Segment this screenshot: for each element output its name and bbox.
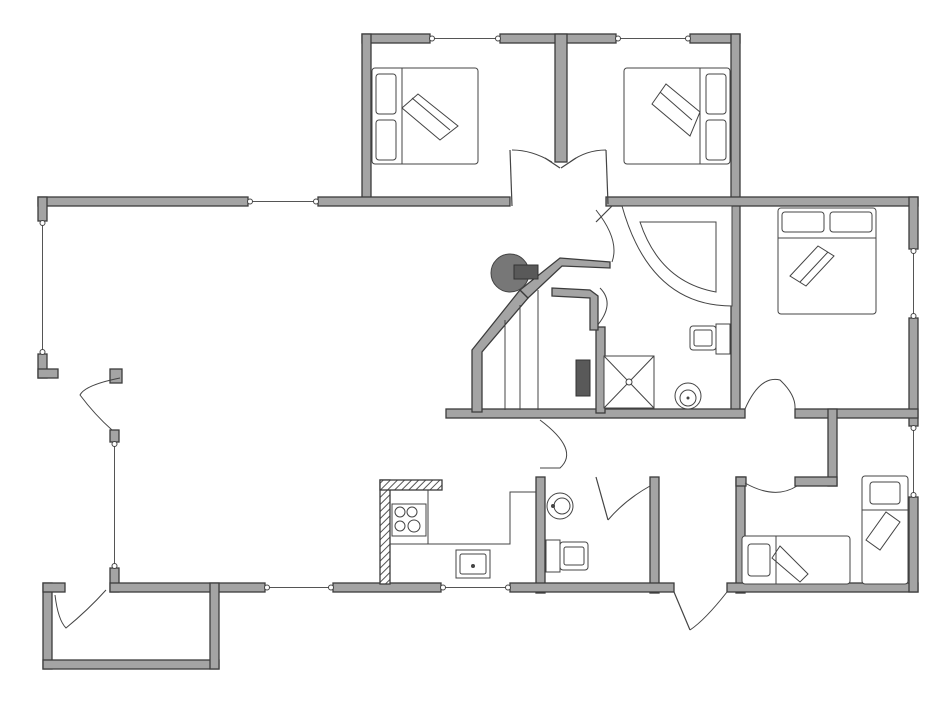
double-bed-right	[777, 207, 877, 315]
doors	[54, 149, 798, 631]
single-bed-a	[861, 475, 909, 585]
kitchen-sink	[455, 549, 491, 579]
wash-basin-lower	[546, 492, 574, 520]
double-bed-top-right	[623, 67, 731, 165]
wood-stove	[490, 253, 539, 293]
kitchen-hob	[391, 503, 427, 537]
toilet-upper	[689, 323, 731, 355]
fireplace-block	[575, 359, 591, 397]
toilet-lower	[545, 539, 589, 573]
wash-basin-upper	[674, 382, 702, 410]
corner-bathtub	[621, 205, 733, 307]
double-bed-top-left	[371, 67, 479, 165]
kitchen-counter	[390, 490, 536, 545]
walls	[37, 33, 919, 670]
shower-tray	[603, 355, 655, 409]
single-bed-b	[741, 535, 851, 585]
staircase	[471, 257, 611, 413]
windows	[39, 35, 917, 591]
